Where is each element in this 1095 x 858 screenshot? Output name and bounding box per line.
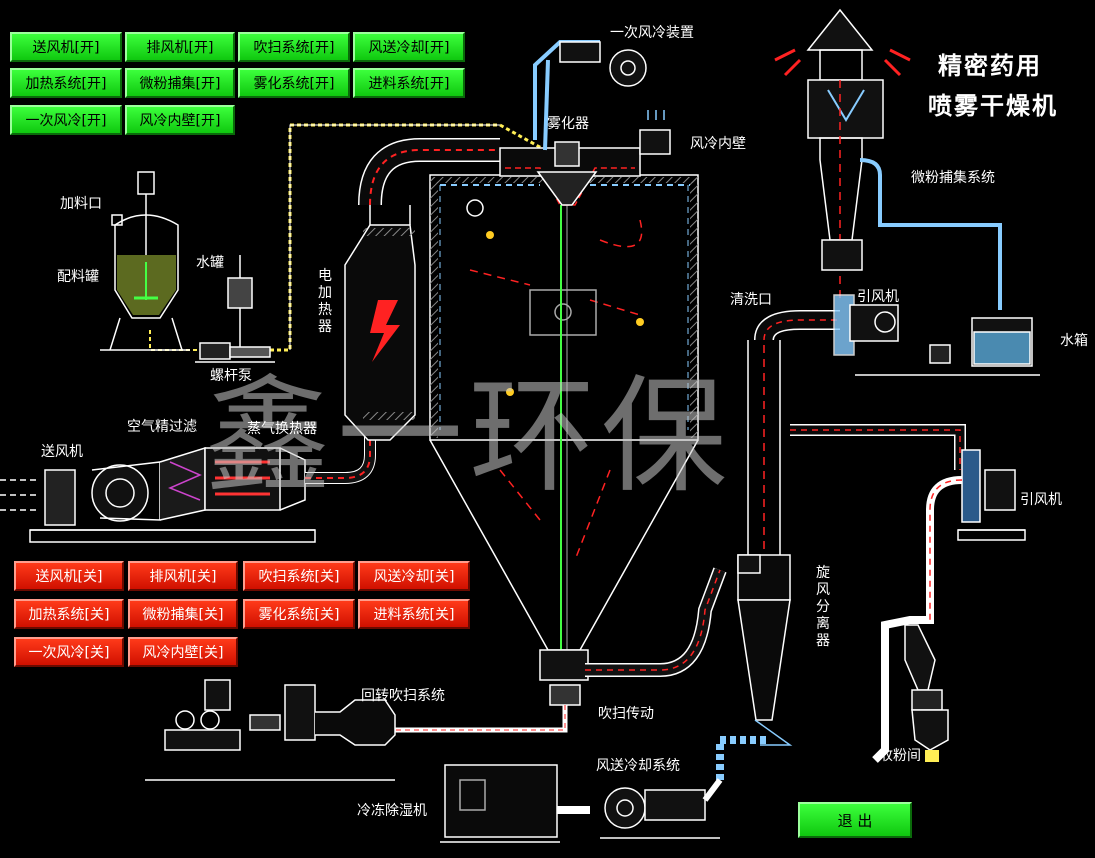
- purge-system-on-button[interactable]: 吹扫系统[开]: [238, 32, 350, 62]
- blower-on-button[interactable]: 送风机[开]: [10, 32, 122, 62]
- rotary-purge-label: 回转吹扫系统: [361, 688, 445, 704]
- title-line1: 精密药用: [938, 52, 1042, 80]
- primary-cooling-off-button[interactable]: 一次风冷[关]: [14, 637, 124, 667]
- wall-cooling-off-button[interactable]: 风冷内壁[关]: [128, 637, 238, 667]
- bottom-outlet: [330, 567, 727, 733]
- induced-fan-top: [849, 304, 1040, 376]
- collector-label: 收粉间: [879, 748, 921, 764]
- water-tank-label: 水罐: [196, 255, 224, 271]
- water-box-label: 水箱: [1060, 333, 1088, 349]
- wall-cooling-fan: [639, 110, 671, 155]
- feed-system-off-button[interactable]: 进料系统[关]: [358, 599, 470, 629]
- primary-cooling-on-button[interactable]: 一次风冷[开]: [10, 105, 122, 135]
- feed-system-on-button[interactable]: 进料系统[开]: [353, 68, 465, 98]
- primary-cooling-device: [533, 40, 647, 140]
- exit-button[interactable]: 退 出: [798, 802, 912, 838]
- purge-drive-label: 吹扫传动: [598, 706, 654, 722]
- blower: [0, 461, 316, 543]
- induced-fan-right-label: 引风机: [1020, 492, 1062, 508]
- fine-powder-on-button[interactable]: 微粉捕集[开]: [125, 68, 235, 98]
- powder-collector: [904, 624, 949, 762]
- cyclone-label: 旋风分离器: [816, 565, 830, 649]
- filter-exchanger: [159, 435, 376, 521]
- atomizing-system-off-button[interactable]: 雾化系统[关]: [243, 599, 355, 629]
- pneumatic-cooling-label: 风送冷却系统: [596, 758, 680, 774]
- atomizer: [499, 59, 641, 206]
- primary-cooling-label: 一次风冷装置: [610, 25, 694, 41]
- heating-system-on-button[interactable]: 加热系统[开]: [10, 68, 122, 98]
- title-line2: 喷雾干燥机: [928, 92, 1058, 120]
- heating-system-off-button[interactable]: 加热系统[关]: [14, 599, 124, 629]
- electric-heater-label: 电加热器: [318, 268, 332, 335]
- dehumidifier: [440, 764, 723, 843]
- purge-system-off-button[interactable]: 吹扫系统[关]: [243, 561, 355, 591]
- induced-fan-top-label: 引风机: [857, 289, 899, 305]
- rotary-purge-system: [145, 679, 396, 781]
- water-jar: [227, 255, 253, 348]
- pneumatic-cooling-off-button[interactable]: 风送冷却[关]: [358, 561, 470, 591]
- drying-chamber: [429, 174, 699, 651]
- blower-off-button[interactable]: 送风机[关]: [14, 561, 124, 591]
- wall-cooling-label: 风冷内壁: [690, 136, 746, 152]
- exhaust-fan-on-button[interactable]: 排风机[开]: [125, 32, 235, 62]
- screw-pump: [195, 342, 275, 363]
- feed-port-label: 加料口: [60, 196, 102, 212]
- electric-heater: [344, 138, 500, 441]
- mix-tank: [100, 171, 190, 351]
- pneumatic-cooling-on-button[interactable]: 风送冷却[开]: [353, 32, 465, 62]
- induced-fan-right: [872, 449, 1026, 763]
- wall-cooling-on-button[interactable]: 风冷内壁[开]: [125, 105, 235, 135]
- wash-port-label: 清洗口: [730, 292, 772, 308]
- mix-tank-label: 配料罐: [57, 269, 99, 285]
- air-filter-label: 空气精过滤: [127, 419, 197, 435]
- atomizer-label: 雾化器: [547, 116, 589, 132]
- water-box: [929, 317, 1033, 367]
- fine-powder-label: 微粉捕集系统: [911, 170, 995, 186]
- atomizing-system-on-button[interactable]: 雾化系统[开]: [238, 68, 350, 98]
- fine-powder-collector: [774, 8, 1002, 356]
- dehumidifier-label: 冷冻除湿机: [357, 803, 427, 819]
- fine-powder-off-button[interactable]: 微粉捕集[关]: [128, 599, 238, 629]
- screw-pump-label: 螺杆泵: [210, 368, 252, 384]
- cyclone-separator: [716, 310, 966, 780]
- steam-exchanger-label: 蒸气换热器: [247, 421, 317, 437]
- exhaust-fan-off-button[interactable]: 排风机[关]: [128, 561, 238, 591]
- blower-label: 送风机: [41, 444, 83, 460]
